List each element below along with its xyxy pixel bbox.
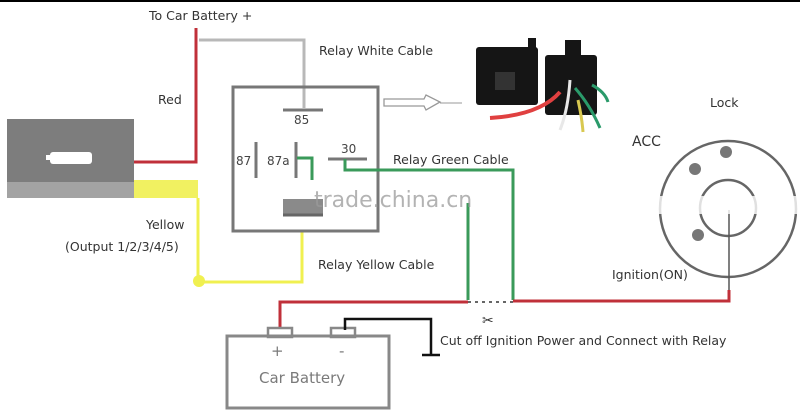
gps-tracker-device xyxy=(7,119,134,198)
battery-plus: + xyxy=(271,342,284,360)
red-label: Red xyxy=(158,92,182,107)
output-label: (Output 1/2/3/4/5) xyxy=(65,239,179,254)
connector-icon xyxy=(46,152,92,164)
red-wire-power xyxy=(134,28,198,164)
green-wire-87a xyxy=(297,156,314,180)
battery-minus: - xyxy=(339,342,344,360)
car-battery: + - Car Battery xyxy=(225,326,391,410)
yellow-junction xyxy=(193,275,205,287)
relay-white-label: Relay White Cable xyxy=(319,43,433,58)
watermark: trade.china.cn xyxy=(314,188,472,213)
ground-wire xyxy=(343,317,433,355)
lock-label: Lock xyxy=(710,95,739,110)
red-wire-ignition xyxy=(513,290,731,303)
relay-symbol: 85 87 87a 30 xyxy=(231,85,380,233)
acc-label: ACC xyxy=(632,134,661,150)
yellow-label: Yellow xyxy=(145,217,184,232)
yellow-wire-band xyxy=(134,180,198,198)
relay-green-label: Relay Green Cable xyxy=(393,152,509,167)
relay-yellow-label: Relay Yellow Cable xyxy=(318,257,435,272)
relay-photo xyxy=(476,38,610,133)
scissors-icon: ✂ xyxy=(482,313,494,329)
pin-87a-label: 87a xyxy=(267,154,290,168)
red-wire-battery xyxy=(278,300,468,328)
white-wire xyxy=(199,38,306,108)
cut-off-label: Cut off Ignition Power and Connect with … xyxy=(440,333,727,348)
yellow-wire-output xyxy=(196,198,304,284)
arrow-pointer-icon xyxy=(383,94,462,111)
pin-30-label: 30 xyxy=(341,142,356,156)
pin-85-label: 85 xyxy=(294,113,309,127)
ignition-switch xyxy=(610,139,800,300)
to-battery-label: To Car Battery + xyxy=(148,8,252,23)
pin-87-label: 87 xyxy=(236,154,251,168)
green-wire-30 xyxy=(343,159,515,300)
battery-label: Car Battery xyxy=(259,369,345,387)
ignition-on-label: Ignition(ON) xyxy=(612,267,688,282)
